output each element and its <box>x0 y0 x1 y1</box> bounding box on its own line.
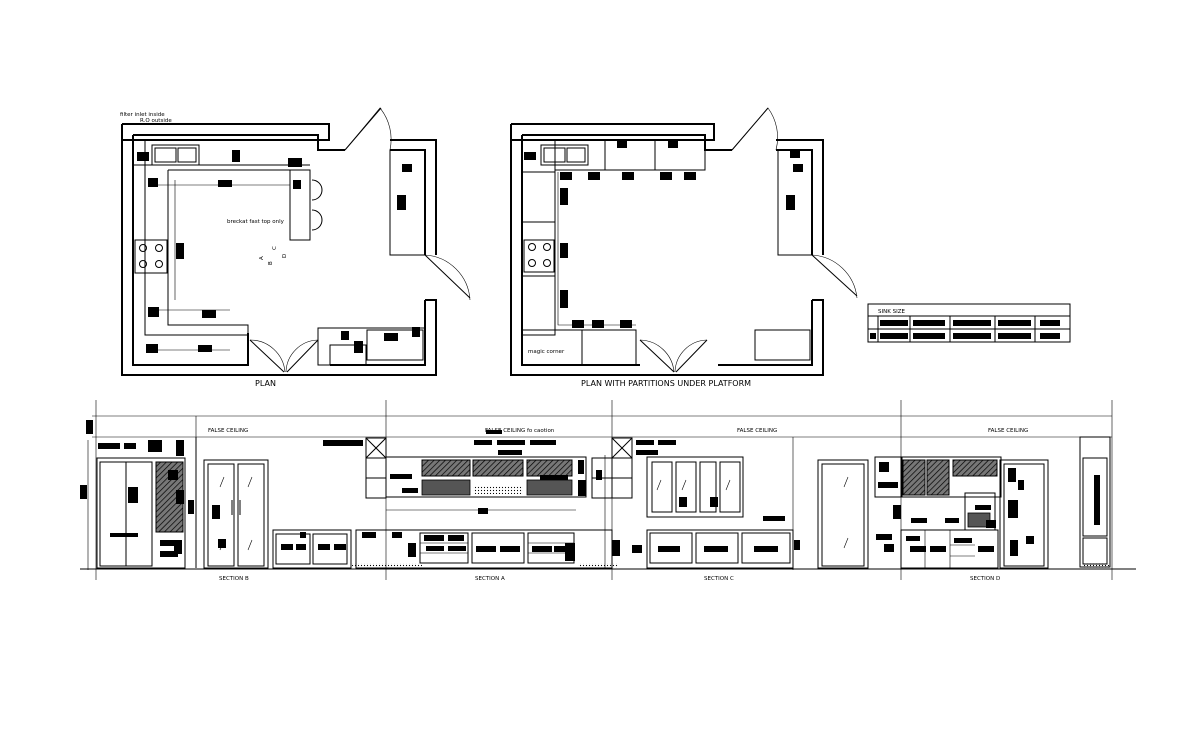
plan-with-partitions-drawing: magic corner PLAN WITH PARTITIONS UNDER … <box>510 107 858 388</box>
plan-title: PLAN <box>255 379 276 388</box>
section-a-title: SECTION A <box>475 576 505 582</box>
section-key-a: A <box>259 256 265 260</box>
section-b-title: SECTION B <box>219 576 249 582</box>
breakfast-top-note: breckat fast top only <box>227 219 285 225</box>
section-d-title: SECTION D <box>970 576 1000 582</box>
false-ceiling-label-a: FALSE CEILING fo caotion <box>485 428 555 434</box>
sink-size-title: SINK SIZE <box>878 309 905 315</box>
false-ceiling-label-d: FALSE CEILING <box>988 428 1028 434</box>
section-c-title: SECTION C <box>704 576 734 582</box>
ro-outside-note: R.O outside <box>140 118 172 124</box>
magic-corner-note: magic corner <box>528 349 565 355</box>
sections-strip: FALSE CEILING SECTION B <box>80 400 1136 582</box>
false-ceiling-label-b: FALSE CEILING <box>208 428 248 434</box>
section-key-b: B <box>268 261 274 265</box>
plan-partitions-title: PLAN WITH PARTITIONS UNDER PLATFORM <box>581 379 751 388</box>
filter-inlet-note: filter inlet inside <box>120 112 165 118</box>
section-key-c: C <box>272 246 278 250</box>
plan-drawing: filter inlet inside R.O outside breckat … <box>120 107 471 388</box>
section-key-d: D <box>282 254 288 258</box>
sink-size-table: SINK SIZE <box>867 303 1071 343</box>
false-ceiling-label-c: FALSE CEILING <box>737 428 777 434</box>
